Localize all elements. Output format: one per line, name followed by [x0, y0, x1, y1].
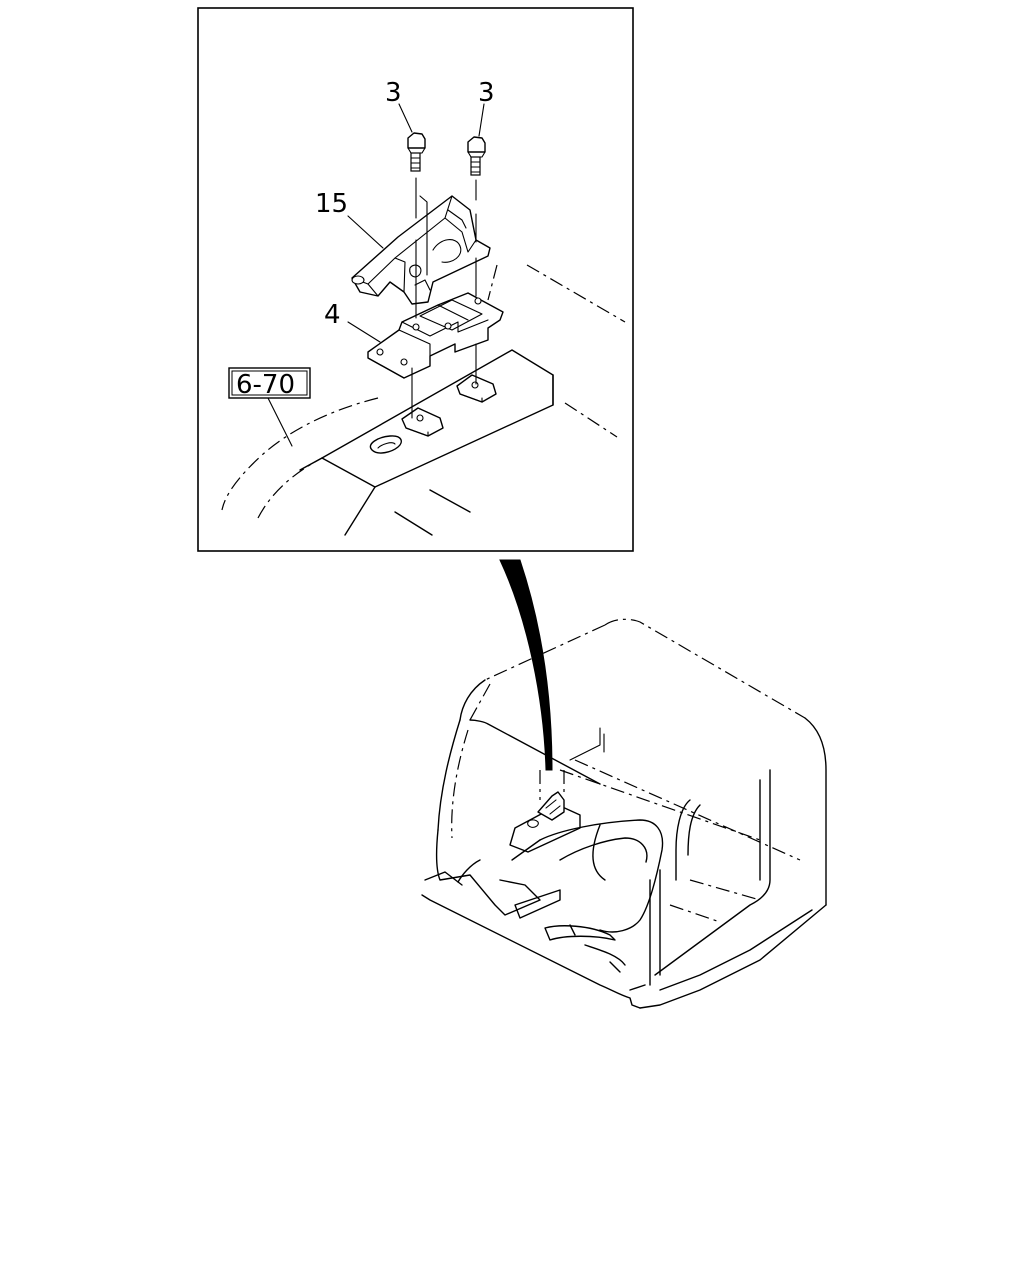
hood-lock-part-15 [351, 195, 491, 305]
reference-box-label: 6-70 [236, 370, 295, 400]
inset-phantom-body-lines [221, 264, 626, 519]
bolt-left [407, 132, 426, 172]
callout-leaders [267, 103, 485, 447]
assembly-centerlines [411, 177, 477, 419]
callout-lock-assembly: 15 [315, 189, 348, 219]
reference-box: 6-70 [228, 367, 311, 400]
detail-connector-arrow [499, 559, 553, 771]
mounting-pads [401, 374, 497, 437]
bracket-part-4 [367, 292, 504, 379]
callout-bolt-right: 3 [478, 78, 495, 108]
cross-member-block [299, 349, 554, 536]
bolt-right [467, 136, 486, 176]
callout-bolt-left: 3 [385, 78, 402, 108]
cab-overview [421, 618, 827, 1009]
callout-bracket: 4 [324, 300, 341, 330]
